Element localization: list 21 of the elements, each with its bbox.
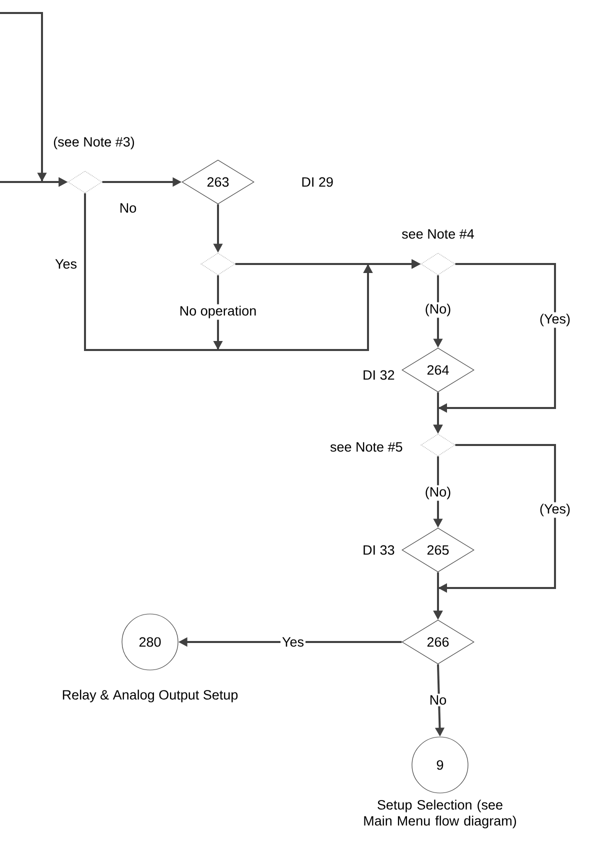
edge-label: (No) (423, 302, 453, 318)
edge-label: Yes (55, 259, 77, 269)
edge-label: No operation (178, 304, 258, 320)
node-caption: Relay & Analog Output Setup (62, 690, 238, 702)
node-caption: see Note #4 (402, 229, 474, 239)
edge-label: No (428, 694, 448, 706)
node-caption: DI 32 (364, 370, 394, 380)
edge-label: (No) (423, 485, 453, 501)
node-caption: (see Note #3) (54, 136, 134, 150)
empty-diamond (200, 252, 236, 276)
edge-label: No (120, 203, 136, 213)
node-caption: DI 33 (364, 545, 394, 555)
edge-label: Yes (280, 636, 306, 648)
empty-diamond (420, 434, 456, 456)
node-caption: DI 29 (302, 177, 333, 187)
edge-label: (Yes) (538, 502, 572, 518)
edge-label: (Yes) (538, 312, 572, 328)
empty-diamond (68, 170, 102, 194)
node-caption: see Note #5 (330, 442, 402, 452)
node-caption: Setup Selection (see Main Menu flow diagram) (364, 800, 516, 828)
empty-diamond (420, 252, 456, 276)
